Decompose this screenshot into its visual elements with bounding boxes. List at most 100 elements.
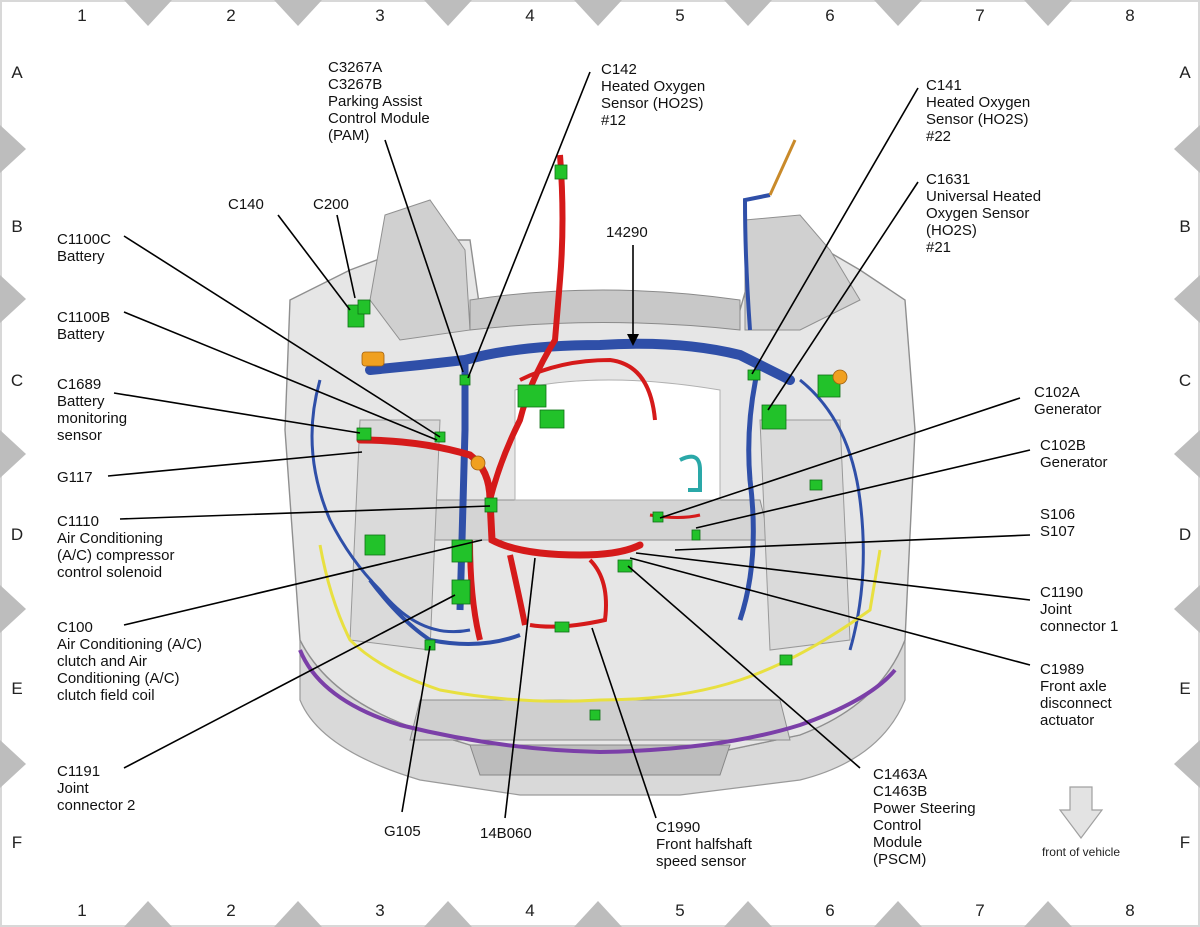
callout-line: #22: [926, 128, 951, 145]
col-label: 2: [226, 6, 235, 25]
blue-harness-right-outer: [799, 378, 865, 651]
callout-line: Battery: [57, 248, 105, 265]
callout-line: clutch and Air: [57, 653, 147, 670]
callout-c1989: C1989 Front axle disconnect actuator: [1040, 661, 1116, 729]
callout-line: disconnect: [1040, 695, 1113, 712]
right-strut-tower: [744, 214, 861, 331]
callout-14b060: 14B060: [480, 825, 532, 842]
callout-line: Sensor (HO2S): [601, 95, 704, 112]
callout-line: connector 2: [57, 797, 135, 814]
callout-line: C142: [601, 61, 637, 78]
callout-line: Air Conditioning (A/C): [57, 636, 202, 653]
callout-line: connector 1: [1040, 618, 1118, 635]
callout-line: C1100C: [57, 231, 111, 248]
callout-line: monitoring: [57, 410, 127, 427]
connector-bumper-1: [589, 709, 601, 721]
blue-harness-up-right: [742, 193, 771, 331]
connector-c142: [554, 164, 568, 180]
col-label: 8: [1125, 901, 1134, 920]
callout-c1689: C1689 Battery monitoring sensor: [57, 376, 131, 444]
connector-left-cluster: [364, 534, 386, 556]
col-label: 3: [375, 6, 384, 25]
vehicle-engine-bay-illustration: [284, 199, 916, 796]
callout-line: S107: [1040, 523, 1075, 540]
col-label: 8: [1125, 6, 1134, 25]
callout-line: #12: [601, 112, 626, 129]
red-harness-lower: [529, 558, 608, 629]
col-label: 1: [77, 901, 86, 920]
callout-line: C1631: [926, 171, 970, 188]
callout-line: Air Conditioning: [57, 530, 163, 547]
callout-line: control solenoid: [57, 564, 162, 581]
col-label: 6: [825, 6, 834, 25]
connector-c102b: [691, 529, 701, 541]
callout-c102b: C102B Generator: [1040, 437, 1108, 471]
column-labels-top: 1 2 3 4 5 6 7 8: [77, 6, 1134, 25]
down-arrow-icon: [1058, 786, 1104, 839]
callout-line: Parking Assist: [328, 93, 423, 110]
callout-line: Generator: [1034, 401, 1102, 418]
callout-line: (PAM): [328, 127, 369, 144]
callout-line: Control: [873, 817, 921, 834]
callout-line: C100: [57, 619, 93, 636]
callout-line: speed sensor: [656, 853, 746, 870]
connector-center-pair-2: [539, 409, 565, 429]
left-strut-tower: [369, 199, 471, 341]
connector-c1463: [617, 559, 633, 573]
connector-c3267: [459, 374, 471, 386]
orange-fuse-holder: [361, 351, 385, 367]
orange-components: [361, 351, 848, 471]
left-frame-rail: [349, 419, 441, 651]
connector-bumper-2: [779, 654, 793, 666]
callout-line: Oxygen Sensor: [926, 205, 1029, 222]
row-label: B: [11, 217, 22, 236]
leader-lines: [107, 71, 1031, 819]
callout-line: C3267A: [328, 59, 382, 76]
callout-s106: S106 S107: [1040, 506, 1079, 540]
callout-c1110: C1110 Air Conditioning (A/C) compressor …: [57, 513, 179, 581]
callout-line: Module: [873, 834, 922, 851]
callout-line: Sensor (HO2S): [926, 111, 1029, 128]
callout-c1191: C1191 Joint connector 2: [57, 763, 135, 814]
callout-line: C3267B: [328, 76, 382, 93]
col-label: 4: [525, 901, 534, 920]
wiring-harnesses: [298, 139, 897, 755]
row-label: D: [11, 525, 23, 544]
purple-harness: [298, 649, 897, 755]
callout-line: C1689: [57, 376, 101, 393]
connector-c1191: [451, 579, 471, 605]
callout-c102a: C102A Generator: [1034, 384, 1102, 418]
callout-line: actuator: [1040, 712, 1094, 729]
callout-c1100b: C1100B Battery: [57, 309, 114, 343]
col-label: 6: [825, 901, 834, 920]
callout-line: Joint: [1040, 601, 1073, 618]
callout-line: (A/C) compressor: [57, 547, 175, 564]
callout-c1100c: C1100C Battery: [57, 231, 115, 265]
row-label: A: [1179, 63, 1191, 82]
callout-line: Front halfshaft: [656, 836, 753, 853]
col-label: 7: [975, 6, 984, 25]
callout-line: (HO2S): [926, 222, 977, 239]
row-label: C: [11, 371, 23, 390]
callout-g117: G117: [57, 469, 93, 486]
blue-harness-upper: [365, 338, 795, 385]
callout-line: sensor: [57, 427, 102, 444]
callout-line: Universal Heated: [926, 188, 1041, 205]
col-label: 1: [77, 6, 86, 25]
connector-c1110: [484, 497, 498, 513]
column-labels-bottom: 1 2 3 4 5 6 7 8: [77, 901, 1134, 920]
arrowhead-14290: [627, 334, 639, 346]
callout-line: C1463B: [873, 783, 927, 800]
row-label: E: [1179, 679, 1190, 698]
callout-c100: C100 Air Conditioning (A/C) clutch and A…: [57, 619, 206, 704]
connector-center-pair: [517, 384, 547, 408]
blue-harness-right: [737, 359, 763, 621]
right-frame-rail: [759, 419, 851, 651]
row-label: C: [1179, 371, 1191, 390]
row-label: F: [1180, 833, 1190, 852]
yellow-harness: [318, 544, 882, 703]
callout-line: Heated Oxygen: [926, 94, 1030, 111]
teal-lead: [679, 454, 702, 492]
